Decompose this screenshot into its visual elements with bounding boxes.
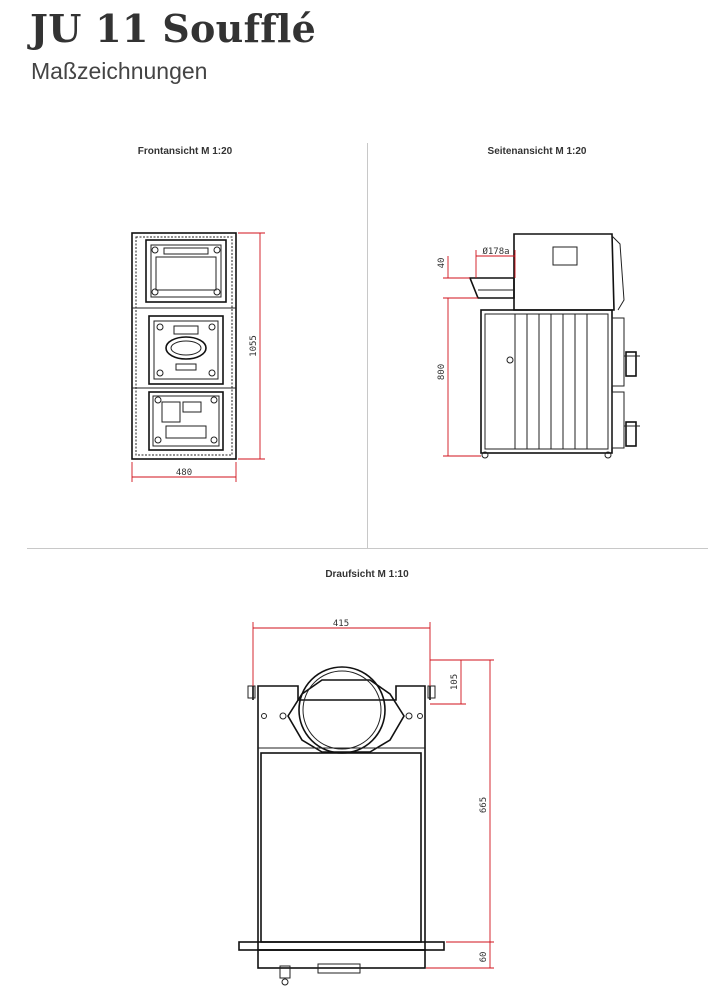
page-title: JU 11 Soufflé xyxy=(30,6,317,51)
front-width-label: 480 xyxy=(176,468,192,478)
front-lower-door xyxy=(148,391,224,451)
front-top-door xyxy=(145,239,227,303)
top-flue-offset-label: 105 xyxy=(450,674,460,690)
top-front-rim xyxy=(238,941,445,951)
top-front-rail xyxy=(257,949,426,969)
side-handle-upper xyxy=(625,351,637,377)
front-height-label: 1055 xyxy=(249,335,259,357)
top-body-outline xyxy=(257,685,426,951)
side-view-drawing: Ø178a 40 800 xyxy=(437,233,640,459)
top-view-drawing: 415 105 665 60 xyxy=(238,619,494,986)
side-window xyxy=(552,246,578,266)
side-upper-chamber xyxy=(513,233,615,311)
side-main-body xyxy=(480,309,613,454)
side-flue-collar xyxy=(468,277,515,299)
side-flue-diameter-label: Ø178a xyxy=(482,246,509,257)
side-knob xyxy=(506,356,514,364)
top-flue-inner-circle xyxy=(302,670,382,750)
side-height-label: 800 xyxy=(437,364,447,380)
side-handle-lower xyxy=(625,421,637,447)
top-front-handle xyxy=(317,963,361,974)
side-view-caption: Seitenansicht M 1:20 xyxy=(487,146,587,157)
front-view-caption: Frontansicht M 1:20 xyxy=(137,146,233,157)
front-top-window xyxy=(155,256,217,291)
top-flue-flange xyxy=(287,679,405,753)
top-depth-label: 665 xyxy=(479,797,489,813)
top-front-label: 60 xyxy=(479,952,489,963)
top-width-label: 415 xyxy=(333,619,349,629)
top-view-caption: Draufsicht M 1:10 xyxy=(325,569,409,580)
front-view-drawing: 480 1055 xyxy=(131,232,265,482)
side-top-label: 40 xyxy=(437,258,447,269)
front-middle-door xyxy=(148,315,224,385)
top-cooking-plate xyxy=(260,752,422,943)
horizontal-divider xyxy=(27,548,708,549)
page-subtitle: Maßzeichnungen xyxy=(31,58,208,84)
vertical-divider xyxy=(367,143,368,548)
front-oval-window xyxy=(165,336,207,360)
front-body-outline xyxy=(131,232,237,460)
